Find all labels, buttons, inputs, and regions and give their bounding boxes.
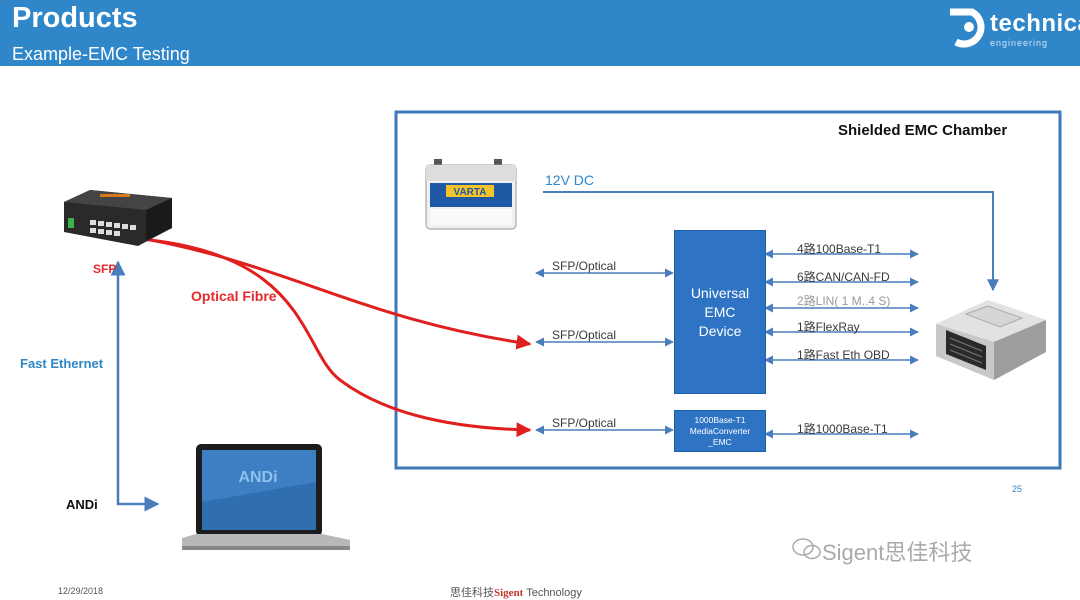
footer-center-suffix: Technology [523,587,582,599]
andi-label: ANDi [66,497,98,512]
supply-line [543,191,999,292]
sfp-label-3: SFP/Optical [552,416,617,430]
emc-device-line-2: EMC [704,303,736,320]
page-subtitle: Example-EMC Testing [12,44,190,64]
page-number: 25 [1012,484,1023,494]
footer-center: 思佳科技Sigent Technology [450,584,582,600]
technica-logo-icon [950,8,985,48]
laptop-icon: ANDi [182,444,350,550]
sfp-label-1: SFP/Optical [552,259,617,273]
media-converter: 1000Base-T1 MediaConverter _EMC [674,410,766,452]
fibre-label: Optical Fibre [191,288,277,304]
bus-label-3: 2路LIN( 1 M..4 S) [797,294,891,308]
mc-line-3: _EMC [708,436,732,447]
chamber-label: Shielded EMC Chamber [838,122,1008,139]
header-bar: Products Example-EMC Testing technica en… [0,0,1080,66]
battery-brand: VARTA [454,187,487,198]
bus-label-1: 4路100Base-T1 [797,242,882,256]
supply-label: 12V DC [545,172,595,188]
mc-line-1: 1000Base-T1 [694,414,746,425]
ecu-icon [936,300,1046,380]
ethernet-label: Fast Ethernet [20,356,104,371]
footer-center-prefix: 思佳科技 [450,587,494,599]
battery-icon: VARTA [425,159,517,230]
logo-subtext: engineering [990,38,1049,48]
mc-bus-label: 1路1000Base-T1 [797,422,888,436]
fibre-line-2 [127,236,532,438]
emc-device-line-1: Universal [690,284,750,301]
sfp-label-2: SFP/Optical [552,328,617,342]
watermark: Sigent思佳科技 [822,540,973,565]
network-switch-icon [64,190,172,246]
footer-center-brand: Sigent [494,587,524,599]
bus-label-4: 1路FlexRay [797,320,860,334]
bus-label-5: 1路Fast Eth OBD [797,348,890,362]
footer-date: 12/29/2018 [58,586,104,596]
ethernet-line [110,260,160,512]
emc-device-line-3: Device [698,322,742,339]
logo-text: technica [990,10,1080,37]
universal-emc-device: Universal EMC Device [674,230,766,394]
switch-port-label: SFP [93,262,117,276]
mc-line-2: MediaConverter [689,425,751,436]
laptop-screen-text: ANDi [238,469,277,486]
bus-label-2: 6路CAN/CAN-FD [797,270,890,284]
wechat-icon [792,538,821,560]
page-title: Products [12,2,138,34]
fibre-line-1 [126,230,532,350]
